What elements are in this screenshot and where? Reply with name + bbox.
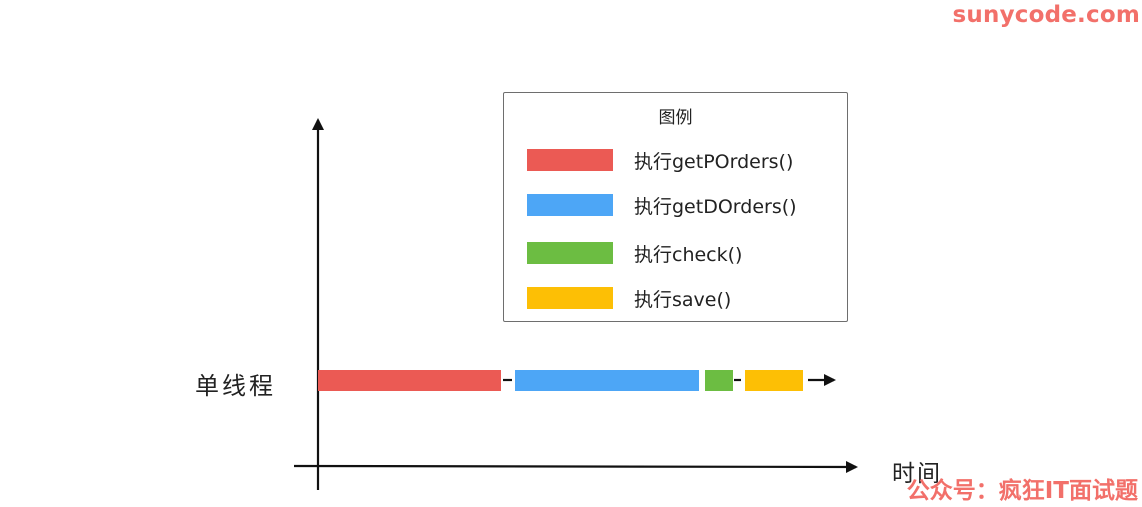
legend-title: 图例 [658,108,693,128]
timeline-segment-check [705,370,733,391]
legend-item-check: 执行check() [527,242,743,266]
legend-swatch [527,149,613,171]
legend-item-save: 执行save() [527,287,732,311]
timeline-segment-getporders [318,370,501,391]
legend-item-getdorders: 执行getDOrders() [527,194,797,218]
timeline-segment-save [745,370,803,391]
legend-swatch [527,287,613,309]
legend: 图例 执行getPOrders() 执行getDOrders() 执行check… [503,92,848,322]
legend-label: 执行getPOrders() [634,150,794,173]
legend-swatch [527,194,613,216]
watermark-bottom: 公众号：疯狂IT面试题 [906,478,1138,504]
legend-label: 执行save() [634,288,732,311]
watermark-top: sunycode.com [952,2,1140,28]
legend-item-getporders: 执行getPOrders() [527,149,794,173]
thread-label: 单线程 [195,372,276,400]
time-axis-label: 时间 [892,461,942,487]
legend-label: 执行getDOrders() [634,195,797,218]
x-axis [293,460,858,473]
timeline-segment-getdorders [515,370,699,391]
legend-swatch [527,242,613,264]
legend-label: 执行check() [634,243,743,266]
